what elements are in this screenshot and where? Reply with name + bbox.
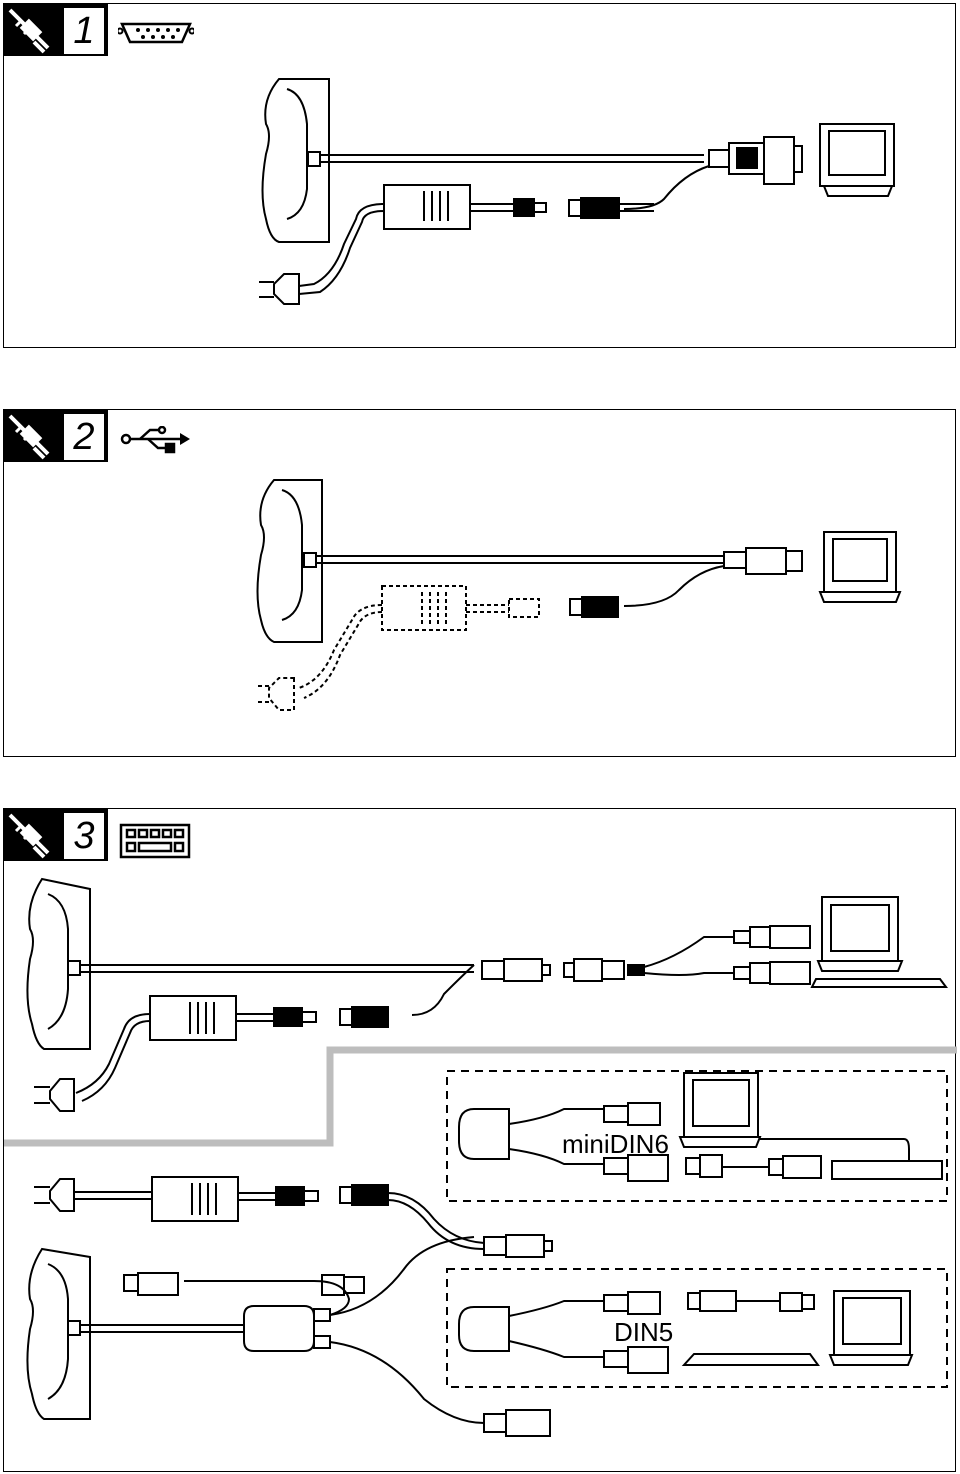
wiring-diagram-keyboard: miniDIN6 DIN5 xyxy=(4,877,957,1437)
power-adapter-icon xyxy=(256,585,540,711)
power-adapter-icon xyxy=(34,1176,553,1258)
cradle-icon xyxy=(256,479,323,643)
divider-line xyxy=(4,1046,957,1147)
panel-number: 1 xyxy=(64,8,104,54)
power-plug-crossed-icon xyxy=(8,414,50,460)
power-plug-crossed-icon xyxy=(8,8,50,54)
panel-number: 2 xyxy=(64,414,104,460)
monitor-icon xyxy=(819,123,895,197)
minidin6-box xyxy=(446,1070,948,1202)
serial-port-icon xyxy=(118,22,194,44)
panel-usb: 2 xyxy=(3,409,956,757)
mains-plug-icon xyxy=(259,273,300,305)
minidin6-label: miniDIN6 xyxy=(562,1129,669,1159)
cradle-icon xyxy=(26,877,91,1050)
panel-badge: 2 xyxy=(4,410,108,462)
cradle-icon xyxy=(26,1247,91,1420)
power-adapter-icon xyxy=(34,995,389,1112)
monitor-icon xyxy=(678,1072,910,1161)
panel-keyboard-wedge: 3 xyxy=(3,808,957,1472)
cradle-icon xyxy=(261,78,330,243)
panel-badge: 1 xyxy=(4,4,108,56)
panel-badge: 3 xyxy=(4,809,108,861)
din5-label: DIN5 xyxy=(614,1317,673,1347)
din5-box xyxy=(446,1268,948,1388)
wiring-diagram-usb xyxy=(256,479,902,711)
panel-number: 3 xyxy=(64,813,104,859)
power-plug-crossed-icon xyxy=(8,813,50,859)
monitor-icon xyxy=(828,1290,914,1366)
power-adapter-icon xyxy=(298,184,654,295)
panel-serial: 1 xyxy=(3,3,956,348)
usb-icon xyxy=(120,426,190,454)
keyboard-icon xyxy=(119,823,191,859)
wiring-diagram-serial xyxy=(259,78,895,305)
monitor-icon xyxy=(810,896,948,988)
monitor-icon xyxy=(818,531,902,603)
